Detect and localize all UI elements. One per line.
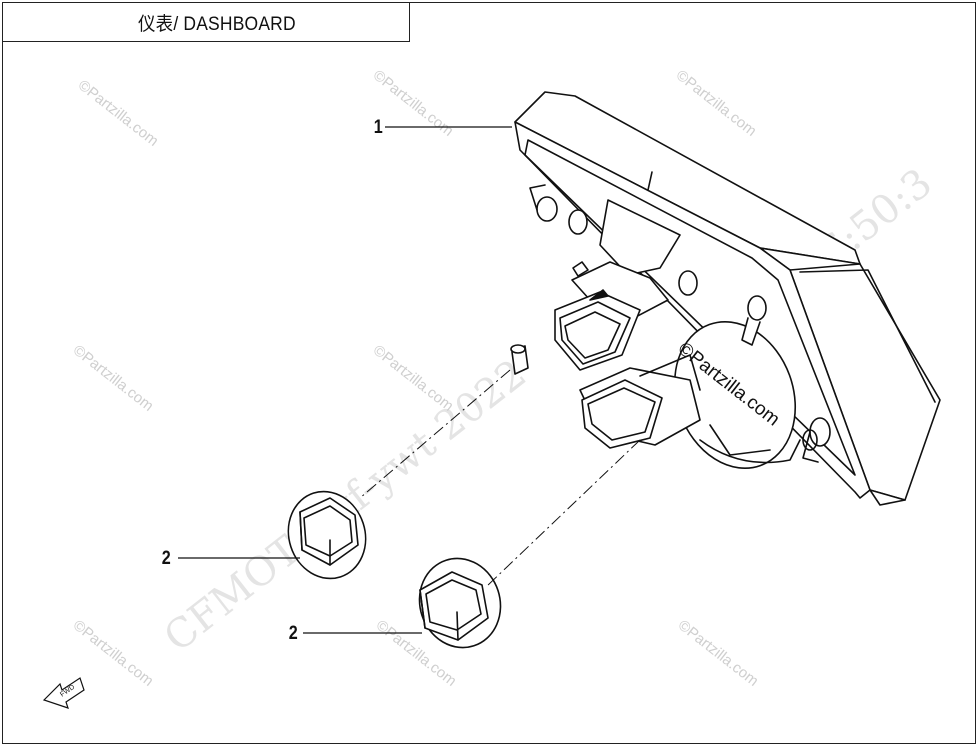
callout-2: 2 [161,548,171,569]
page-title: 仪表/ DASHBOARD [138,13,296,35]
fwd-arrow-icon: FWD [42,677,85,709]
flange-nut [418,557,502,649]
centerline [359,369,511,499]
callout-1: 1 [373,117,383,138]
dashboard-housing [510,91,941,506]
title-box: 仪表/ DASHBOARD [2,2,410,42]
flange-nut [287,490,367,580]
callout-2: 2 [288,623,298,644]
centerline [486,439,641,587]
